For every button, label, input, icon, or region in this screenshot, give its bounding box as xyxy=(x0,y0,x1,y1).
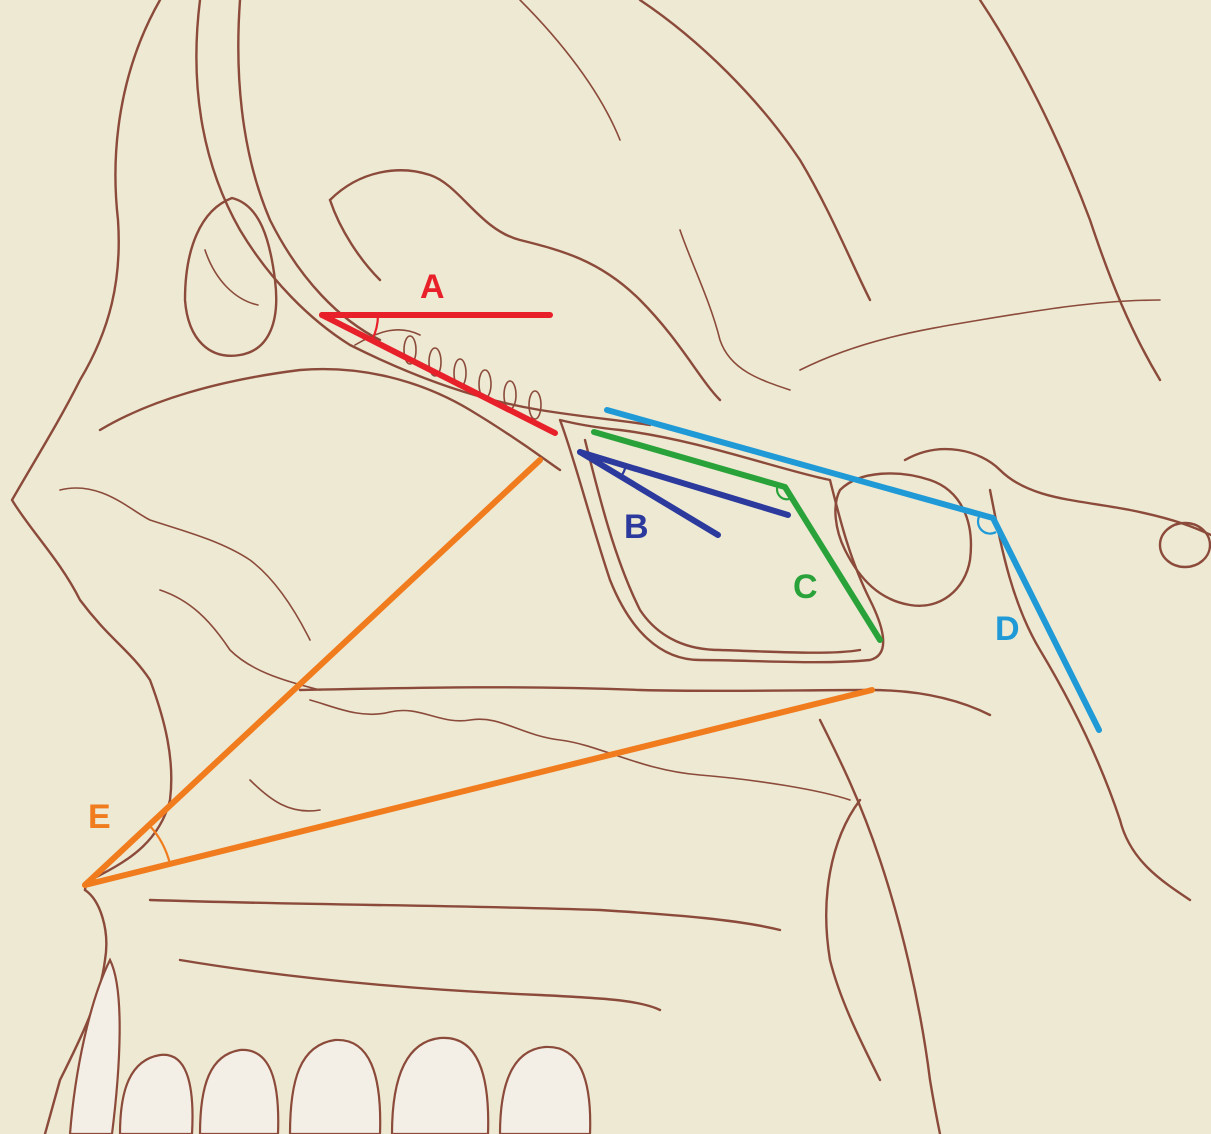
label-b: B xyxy=(624,508,649,546)
label-c: C xyxy=(793,568,818,606)
label-a: A xyxy=(420,268,445,306)
label-e: E xyxy=(88,798,111,836)
label-d: D xyxy=(995,610,1020,648)
